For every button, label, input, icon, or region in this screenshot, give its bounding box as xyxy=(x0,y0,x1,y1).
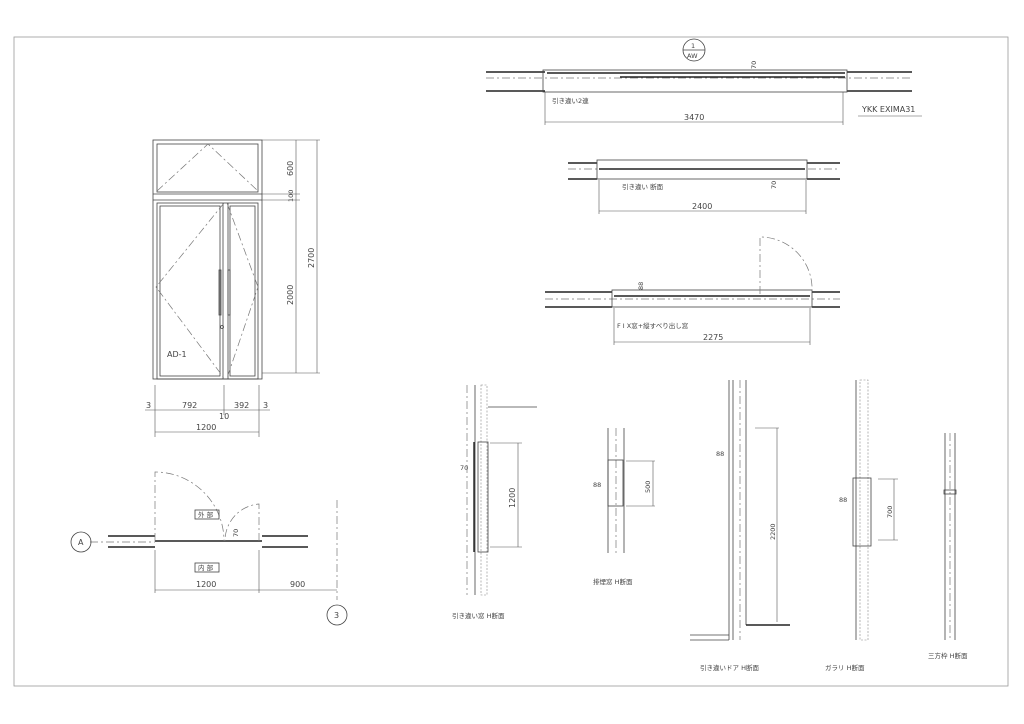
dim-500: 500 xyxy=(644,481,652,493)
window-label: 引き違い2連 xyxy=(552,96,589,105)
maker-label: YKK EXIMA31 xyxy=(861,105,915,114)
section-smoke-window: 500 88 排煙窓 H断面 xyxy=(593,428,655,586)
door-elevation: AD-1 600 100 2000 2700 3 792 392 3 10 12… xyxy=(145,139,320,437)
dim-2200: 2200 xyxy=(769,523,777,540)
dim-88: 88 xyxy=(839,496,847,504)
dim-88: 88 xyxy=(716,450,724,458)
section-sliding-door: 2200 88 引き違いドア H断面 xyxy=(690,380,790,672)
section-louver: 700 88 ガラリ H断面 xyxy=(825,379,898,672)
dim-88: 88 xyxy=(593,481,601,489)
dim-70: 70 xyxy=(750,61,758,69)
interior-label: 内 部 xyxy=(198,563,214,572)
section-mark-sheet: AW xyxy=(687,52,698,60)
section-label: ガラリ H断面 xyxy=(825,663,865,672)
door-plan: A 外 部 内 部 70 1200 900 3 xyxy=(70,471,348,626)
dim-3470: 3470 xyxy=(684,113,704,122)
dim-70: 70 xyxy=(770,181,778,189)
section-three-side-frame: 三方枠 H断面 xyxy=(928,433,968,660)
section-mark-number: 1 xyxy=(691,42,695,50)
dim-700: 700 xyxy=(886,506,894,518)
sheet-border xyxy=(13,36,1009,687)
window-plan-3470: 1 AW 70 引き違い2連 3470 YKK EXIMA31 xyxy=(486,38,922,125)
dim-door-width: 1200 xyxy=(196,580,216,589)
section-label: 排煙窓 H断面 xyxy=(593,577,633,586)
door-tag: AD-1 xyxy=(167,350,187,359)
dim-2000: 2000 xyxy=(286,285,295,305)
dim-1200: 1200 xyxy=(196,423,216,432)
dim-70: 70 xyxy=(460,464,468,472)
dim-792: 792 xyxy=(182,401,197,410)
dim-70: 70 xyxy=(232,529,240,537)
dim-3-right: 3 xyxy=(263,401,268,410)
grid-3: 3 xyxy=(334,611,339,620)
dim-10: 10 xyxy=(219,412,229,421)
dim-88: 88 xyxy=(637,282,645,290)
section-label: 引き違いドア H断面 xyxy=(700,663,759,672)
dim-2275: 2275 xyxy=(703,333,723,342)
dim-100: 100 xyxy=(287,190,295,202)
dim-2700: 2700 xyxy=(307,248,316,268)
section-label: 引き違い窓 H断面 xyxy=(452,611,505,620)
window-plan-2400: 引き違い 断面 70 2400 xyxy=(568,159,840,214)
dim-2400: 2400 xyxy=(692,202,712,211)
section-sliding-window: 1200 70 引き違い窓 H断面 xyxy=(452,384,537,620)
exterior-label: 外 部 xyxy=(198,510,214,519)
window-label: F I X窓+縦すべり出し窓 xyxy=(617,321,689,330)
window-plan-2275: 88 F I X窓+縦すべり出し窓 2275 xyxy=(545,236,840,345)
dim-600: 600 xyxy=(286,161,295,176)
window-label: 引き違い 断面 xyxy=(622,182,664,191)
dim-900: 900 xyxy=(290,580,305,589)
section-label: 三方枠 H断面 xyxy=(928,651,968,660)
dim-1200: 1200 xyxy=(508,488,517,508)
dim-3-left: 3 xyxy=(146,401,151,410)
dim-392: 392 xyxy=(234,401,249,410)
grid-a: A xyxy=(78,538,84,547)
